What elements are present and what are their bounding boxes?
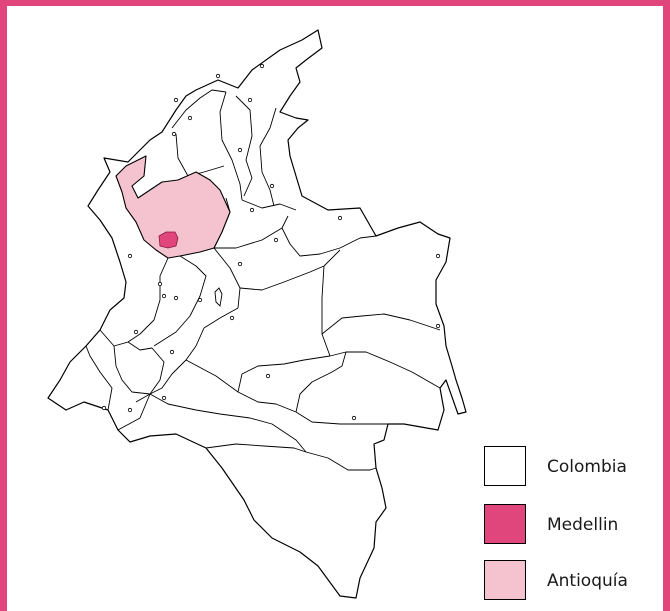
legend-item-medellin: Medellin <box>484 504 664 548</box>
colombia-outline <box>47 29 467 599</box>
city-dots <box>101 63 441 421</box>
legend-label-antioquia: Antioquía <box>547 571 628 591</box>
legend-label-medellin: Medellin <box>547 515 619 535</box>
legend-item-antioquia: Antioquía <box>484 560 664 604</box>
medellin-region <box>158 231 179 249</box>
island-1 <box>214 287 223 307</box>
legend-swatch-antioquia <box>484 560 526 600</box>
legend-swatch-medellin <box>484 504 526 544</box>
legend-item-colombia: Colombia <box>484 446 664 490</box>
legend-label-colombia: Colombia <box>547 457 627 477</box>
antioquia-region <box>115 155 231 259</box>
legend-swatch-colombia <box>484 446 526 486</box>
